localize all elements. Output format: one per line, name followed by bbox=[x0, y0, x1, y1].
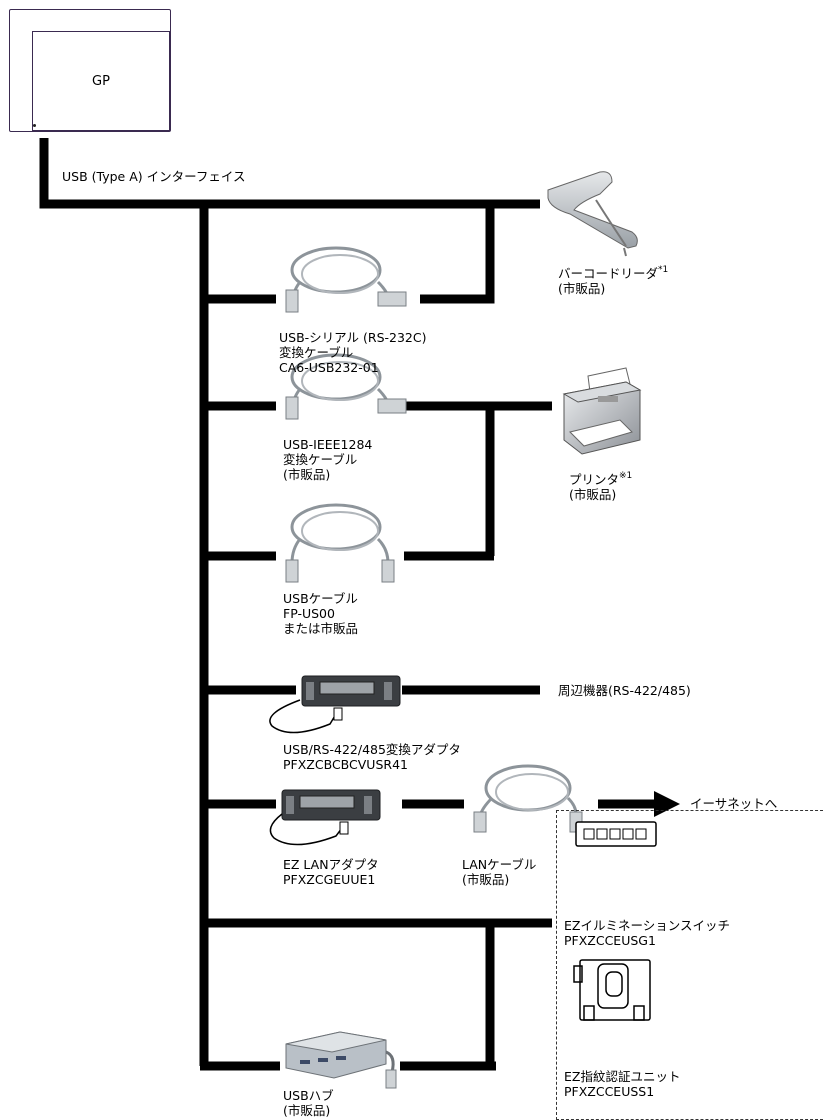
barcode-reader-label: バーコードリーダ*1 (市販品) bbox=[558, 264, 668, 296]
printer-label: プリンタ※1 (市販品) bbox=[569, 470, 632, 502]
branch-serial-right bbox=[420, 204, 495, 304]
fingerprint-unit-label: EZ指紋認証ユニット PFXZCCEUSS1 bbox=[564, 1069, 680, 1099]
lan-cable-label: LANケーブル (市販品) bbox=[462, 857, 536, 887]
ieee-cable-icon bbox=[285, 353, 407, 420]
rs422-adapter-label: USB/RS-422/485変換アダプタ PFXZCBCBCVUSR41 bbox=[283, 742, 461, 772]
serial-cable-line2: 変換ケーブル bbox=[279, 345, 354, 360]
gp-bus-line bbox=[39, 138, 540, 209]
printer-type: (市販品) bbox=[569, 487, 617, 503]
usb-interface-text: USB (Type A) インターフェイス bbox=[62, 169, 246, 184]
illumination-switch-label: EZイルミネーションスイッチ PFXZCCEUSG1 bbox=[564, 918, 730, 948]
barcode-name: バーコードリーダ bbox=[558, 266, 659, 282]
barcode-note: *1 bbox=[658, 265, 669, 275]
lan-adapter-label: EZ LANアダプタ PFXZCGEUUE1 bbox=[283, 857, 379, 887]
serial-cable-label: USB-シリアル (RS-232C) 変換ケーブル CA6-USB232-01 bbox=[279, 330, 427, 375]
serial-cable-line1: USB-シリアル (RS-232C) bbox=[279, 330, 427, 345]
usb-cable-icon bbox=[285, 503, 395, 583]
printer-icon bbox=[562, 367, 642, 455]
usb-cable-line2: FP-US00 bbox=[283, 606, 335, 621]
ieee-cable-label: USB-IEEE1284 変換ケーブル (市販品) bbox=[283, 437, 372, 482]
serial-cable-icon bbox=[285, 246, 407, 313]
usb-cable-label: USBケーブル FP-US00 または市販品 bbox=[283, 591, 358, 636]
usb-interface-label: USB (Type A) インターフェイス bbox=[62, 169, 245, 184]
peripheral-text: 周辺機器(RS-422/485) bbox=[558, 683, 691, 698]
fingerprint-unit-icon bbox=[573, 959, 651, 1021]
ieee-cable-line1: USB-IEEE1284 bbox=[283, 437, 373, 452]
ieee-cable-line3: (市販品) bbox=[283, 467, 331, 482]
fingerprint-unit-line1: EZ指紋認証ユニット bbox=[564, 1069, 681, 1084]
usb-cable-line1: USBケーブル bbox=[283, 591, 358, 606]
gp-terminal: GP bbox=[9, 9, 171, 132]
fingerprint-unit-line2: PFXZCCEUSS1 bbox=[564, 1084, 655, 1099]
usb-hub-icon bbox=[285, 1031, 397, 1089]
gp-indicator-dot bbox=[33, 124, 36, 127]
lan-cable-line2: (市販品) bbox=[462, 872, 510, 887]
rs422-adapter-line1: USB/RS-422/485変換アダプタ bbox=[283, 742, 461, 757]
serial-cable-line3: CA6-USB232-01 bbox=[279, 360, 379, 375]
usb-hub-line1: USBハブ bbox=[283, 1088, 334, 1103]
lan-cable-line1: LANケーブル bbox=[462, 857, 537, 872]
barcode-type: (市販品) bbox=[558, 281, 606, 297]
barcode-reader-icon bbox=[547, 171, 638, 257]
peripheral-label: 周辺機器(RS-422/485) bbox=[558, 683, 691, 698]
rs422-adapter-icon bbox=[269, 675, 401, 734]
gp-screen: GP bbox=[32, 31, 170, 131]
printer-name: プリンタ bbox=[569, 472, 620, 488]
ethernet-text: イーサネットへ bbox=[690, 796, 778, 811]
printer-note: ※1 bbox=[619, 471, 633, 481]
illumination-switch-line2: PFXZCCEUSG1 bbox=[564, 933, 656, 948]
lan-adapter-line2: PFXZCGEUUE1 bbox=[283, 872, 376, 887]
ieee-cable-line2: 変換ケーブル bbox=[283, 452, 358, 467]
gp-label: GP bbox=[92, 73, 110, 89]
bus-lines bbox=[39, 138, 656, 1071]
illumination-switch-line1: EZイルミネーションスイッチ bbox=[564, 918, 730, 933]
usb-cable-line3: または市販品 bbox=[283, 621, 359, 636]
lan-adapter-icon bbox=[269, 789, 381, 846]
illumination-switch-icon bbox=[575, 821, 657, 847]
usb-hub-line2: (市販品) bbox=[283, 1103, 331, 1118]
rs422-adapter-line2: PFXZCBCBCVUSR41 bbox=[283, 757, 408, 772]
ethernet-label: イーサネットへ bbox=[690, 796, 777, 811]
lan-adapter-line1: EZ LANアダプタ bbox=[283, 857, 379, 872]
